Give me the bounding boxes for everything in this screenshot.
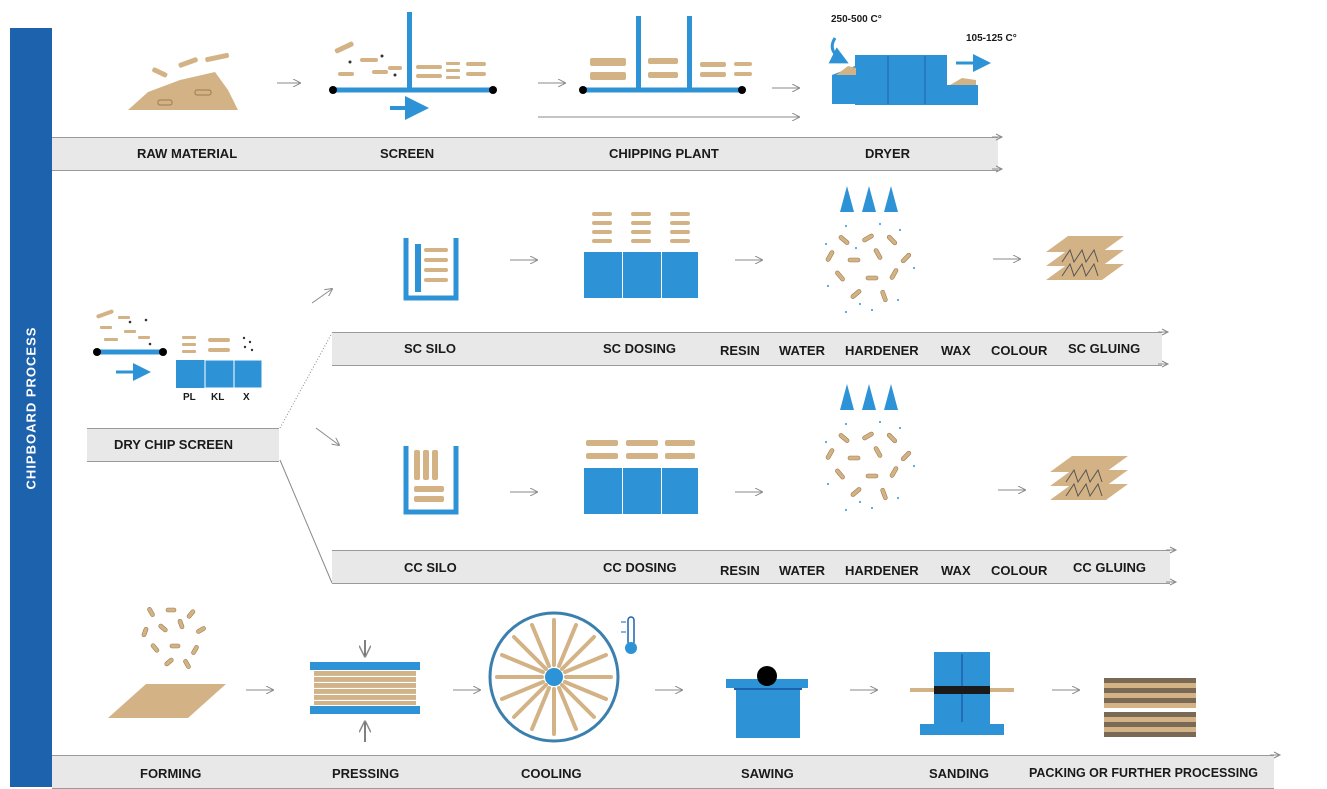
label-sc-colour: COLOUR: [991, 343, 1048, 358]
label-strip-row1: [52, 137, 998, 171]
label-strip-cc: [332, 550, 1170, 584]
dryer-outlet-temp: 105-125 C°: [966, 33, 1017, 44]
fraction-pl: PL: [183, 392, 196, 403]
label-screen: SCREEN: [380, 146, 435, 161]
label-dry-chip-screen: DRY CHIP SCREEN: [114, 437, 233, 452]
thermometer-icon: [621, 616, 637, 654]
press-icon: [310, 640, 420, 742]
label-sc-water: WATER: [779, 343, 825, 358]
cc-spray-icon: [825, 384, 915, 511]
label-cc-hardener: HARDENER: [845, 563, 919, 578]
sc-glued-layers-icon: [1046, 236, 1124, 280]
dryer-icon: [828, 37, 991, 105]
label-cc-water: WATER: [779, 563, 825, 578]
dryer-inlet-temp: 250-500 C°: [831, 14, 882, 25]
label-pressing: PRESSING: [332, 766, 400, 781]
label-cc-gluing: CC GLUING: [1073, 560, 1146, 575]
branch-line: [279, 459, 333, 584]
label-strip-dry-chip-screen: [87, 428, 279, 462]
cc-dosing-icon: [584, 440, 698, 514]
label-cc-colour: COLOUR: [991, 563, 1048, 578]
chipping-plant-icon: [579, 16, 752, 94]
side-band: [10, 28, 52, 787]
forming-icon: [108, 607, 226, 718]
label-cc-silo: CC SILO: [404, 560, 457, 575]
label-dryer: DRYER: [865, 146, 911, 161]
label-sc-resin: RESIN: [720, 343, 760, 358]
cooling-wheel-icon: [488, 611, 620, 743]
sanding-icon: [910, 652, 1014, 735]
dry-chip-screen-icon: [93, 309, 263, 389]
sc-silo-icon: [403, 238, 459, 301]
label-forming: FORMING: [140, 766, 202, 781]
label-sc-dosing: SC DOSING: [603, 341, 676, 356]
label-cc-resin: RESIN: [720, 563, 760, 578]
sc-dosing-icon: [584, 212, 698, 298]
label-sc-silo: SC SILO: [404, 341, 457, 356]
label-sc-gluing: SC GLUING: [1068, 341, 1141, 356]
label-sawing: SAWING: [741, 766, 794, 781]
label-cooling: COOLING: [521, 766, 582, 781]
sc-spray-icon: [825, 186, 915, 313]
label-packing: PACKING OR FURTHER PROCESSING: [1029, 766, 1258, 780]
flow-arrow: [315, 427, 339, 445]
board-stack-icon: [1104, 678, 1196, 737]
label-sc-wax: WAX: [941, 343, 971, 358]
side-title: CHIPBOARD PROCESS: [23, 326, 39, 489]
cc-glued-layers-icon: [1050, 456, 1128, 500]
label-sc-hardener: HARDENER: [845, 343, 919, 358]
label-cc-dosing: CC DOSING: [603, 560, 677, 575]
label-cc-wax: WAX: [941, 563, 971, 578]
raw-material-pile-icon: [128, 52, 238, 110]
label-chipping-plant: CHIPPING PLANT: [609, 146, 719, 161]
label-sanding: SANDING: [929, 766, 989, 781]
label-raw-material: RAW MATERIAL: [137, 146, 238, 161]
fraction-x: X: [243, 392, 250, 403]
label-strip-sc: [332, 332, 1162, 366]
saw-icon: [726, 666, 808, 738]
cc-silo-icon: [403, 446, 459, 515]
fraction-kl: KL: [211, 392, 225, 403]
screen-icon: [329, 12, 497, 120]
flow-arrow: [311, 289, 332, 304]
branch-line: [279, 332, 333, 429]
